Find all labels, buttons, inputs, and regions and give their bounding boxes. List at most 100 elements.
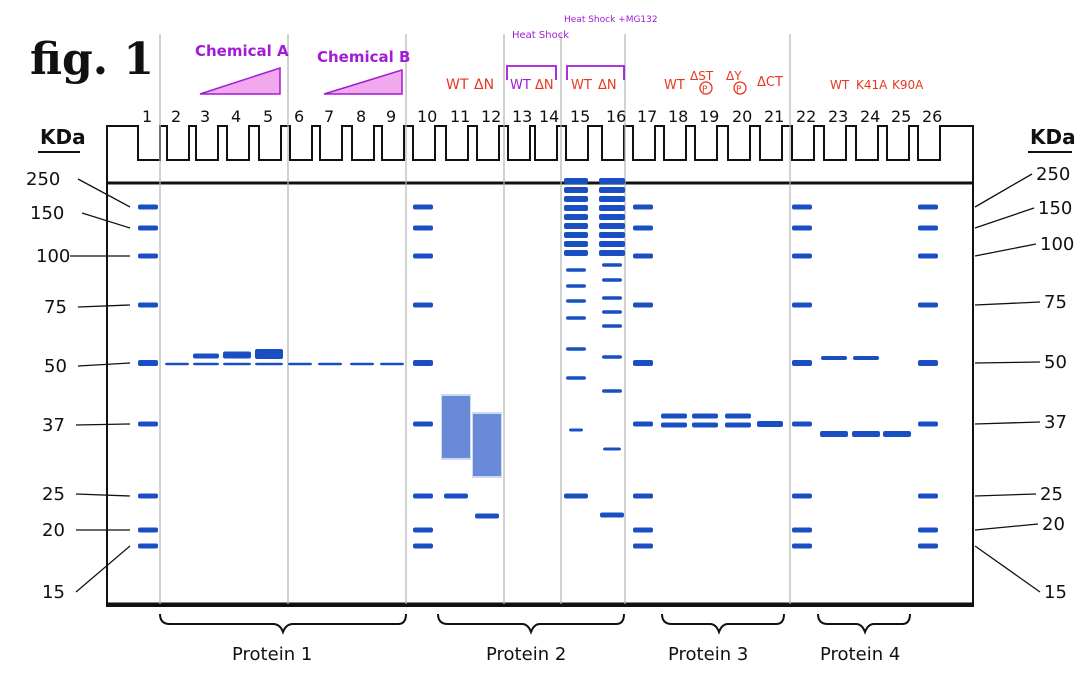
protein3-dct-label: ΔCT [757, 75, 783, 90]
protein2-label: Protein 2 [486, 644, 566, 665]
ladder-band [413, 543, 433, 549]
lane-number: 14 [539, 107, 559, 126]
protein4-k90a-label: K90A [892, 78, 924, 92]
ladder-band [633, 493, 653, 499]
lane-number: 9 [386, 107, 396, 126]
protein2-bracket [437, 613, 625, 635]
sample-band [661, 422, 687, 428]
ladder-band [792, 204, 812, 210]
ladder-band [918, 253, 938, 259]
sample-band [255, 349, 283, 359]
lane-number: 11 [450, 107, 470, 126]
ladder-band [138, 493, 158, 499]
ladder-band [413, 225, 433, 231]
gel-body [106, 181, 974, 607]
marker-guide-right [974, 173, 1033, 208]
ladder-band [792, 360, 812, 366]
sample-band [475, 513, 499, 519]
ladder-band [918, 302, 938, 308]
marker-label-right: 100 [1040, 234, 1074, 255]
smear-band [599, 187, 625, 193]
sample-band [193, 353, 219, 359]
kda-label-right: KDa [1030, 125, 1076, 149]
ladder-band [918, 543, 938, 549]
sample-band [602, 389, 622, 393]
marker-label-right: 25 [1040, 484, 1063, 505]
lane-number: 22 [796, 107, 816, 126]
heat-shock-dn-label: ΔN [535, 78, 554, 93]
smear-band [564, 250, 588, 256]
sample-band [602, 355, 622, 359]
gel-bands [138, 178, 938, 549]
lane-number: 1 [142, 107, 152, 126]
sample-band [692, 422, 718, 428]
ladder-band [138, 302, 158, 308]
smear-band [564, 178, 588, 184]
ladder-band [633, 360, 653, 366]
sample-band [600, 512, 624, 518]
heat-shock-label: Heat Shock [512, 30, 569, 41]
ladder-band [633, 527, 653, 533]
marker-guide-right [974, 421, 1041, 425]
marker-label-right: 37 [1044, 412, 1067, 433]
lane-number: 24 [860, 107, 880, 126]
marker-label-left: 20 [42, 520, 65, 541]
smear-band [564, 205, 588, 211]
ladder-band [413, 302, 433, 308]
ladder-band [138, 253, 158, 259]
marker-guide-right [974, 523, 1039, 531]
ladder-band [792, 493, 812, 499]
lane-number: 10 [417, 107, 437, 126]
ladder-band [633, 302, 653, 308]
protein3-dy-label: ΔY [726, 69, 742, 83]
protein2-dn-label: ΔN [474, 77, 494, 93]
marker-label-left: 150 [30, 203, 64, 224]
chemical-b-gradient-triangle [323, 68, 403, 95]
marker-label-left: 250 [26, 169, 60, 190]
sample-band [569, 428, 583, 432]
ladder-band [792, 543, 812, 549]
sample-band [223, 362, 251, 366]
marker-guide-right [974, 361, 1041, 364]
marker-guide-right [974, 207, 1035, 229]
lane-number: 12 [481, 107, 501, 126]
lane-number: 26 [922, 107, 942, 126]
sample-band [288, 362, 312, 366]
lane-number: 8 [356, 107, 366, 126]
marker-guide-left [75, 545, 131, 593]
ladder-band [633, 253, 653, 259]
protein3-bracket [661, 613, 785, 635]
smear-band [599, 178, 625, 184]
lane-number: 21 [764, 107, 784, 126]
ladder-band [792, 421, 812, 427]
sample-band [223, 351, 251, 359]
smear-band [599, 250, 625, 256]
sample-band [602, 310, 622, 314]
smear-band [564, 187, 588, 193]
sample-band [661, 413, 687, 419]
smear-band [599, 232, 625, 238]
protein1-label: Protein 1 [232, 644, 312, 665]
sample-band [602, 324, 622, 328]
ladder-band [138, 527, 158, 533]
heat-shock-mg-dn-label: ΔN [598, 78, 617, 93]
heat-shock-mg132-label: Heat Shock +MG132 [564, 15, 658, 25]
sample-band [255, 362, 283, 366]
sample-band [852, 431, 880, 437]
smear-band [564, 241, 588, 247]
ladder-band [633, 225, 653, 231]
smear-band [564, 196, 588, 202]
marker-guide-left [77, 178, 131, 208]
smear-band [564, 223, 588, 229]
marker-guide-left [81, 212, 131, 229]
sample-band [853, 356, 879, 360]
sample-band [692, 413, 718, 419]
sample-band [564, 493, 588, 499]
marker-guide-left [77, 304, 131, 308]
protein3-label: Protein 3 [668, 644, 748, 665]
ladder-band [633, 543, 653, 549]
ladder-band [918, 360, 938, 366]
marker-label-left: 25 [42, 484, 65, 505]
ladder-band [792, 253, 812, 259]
